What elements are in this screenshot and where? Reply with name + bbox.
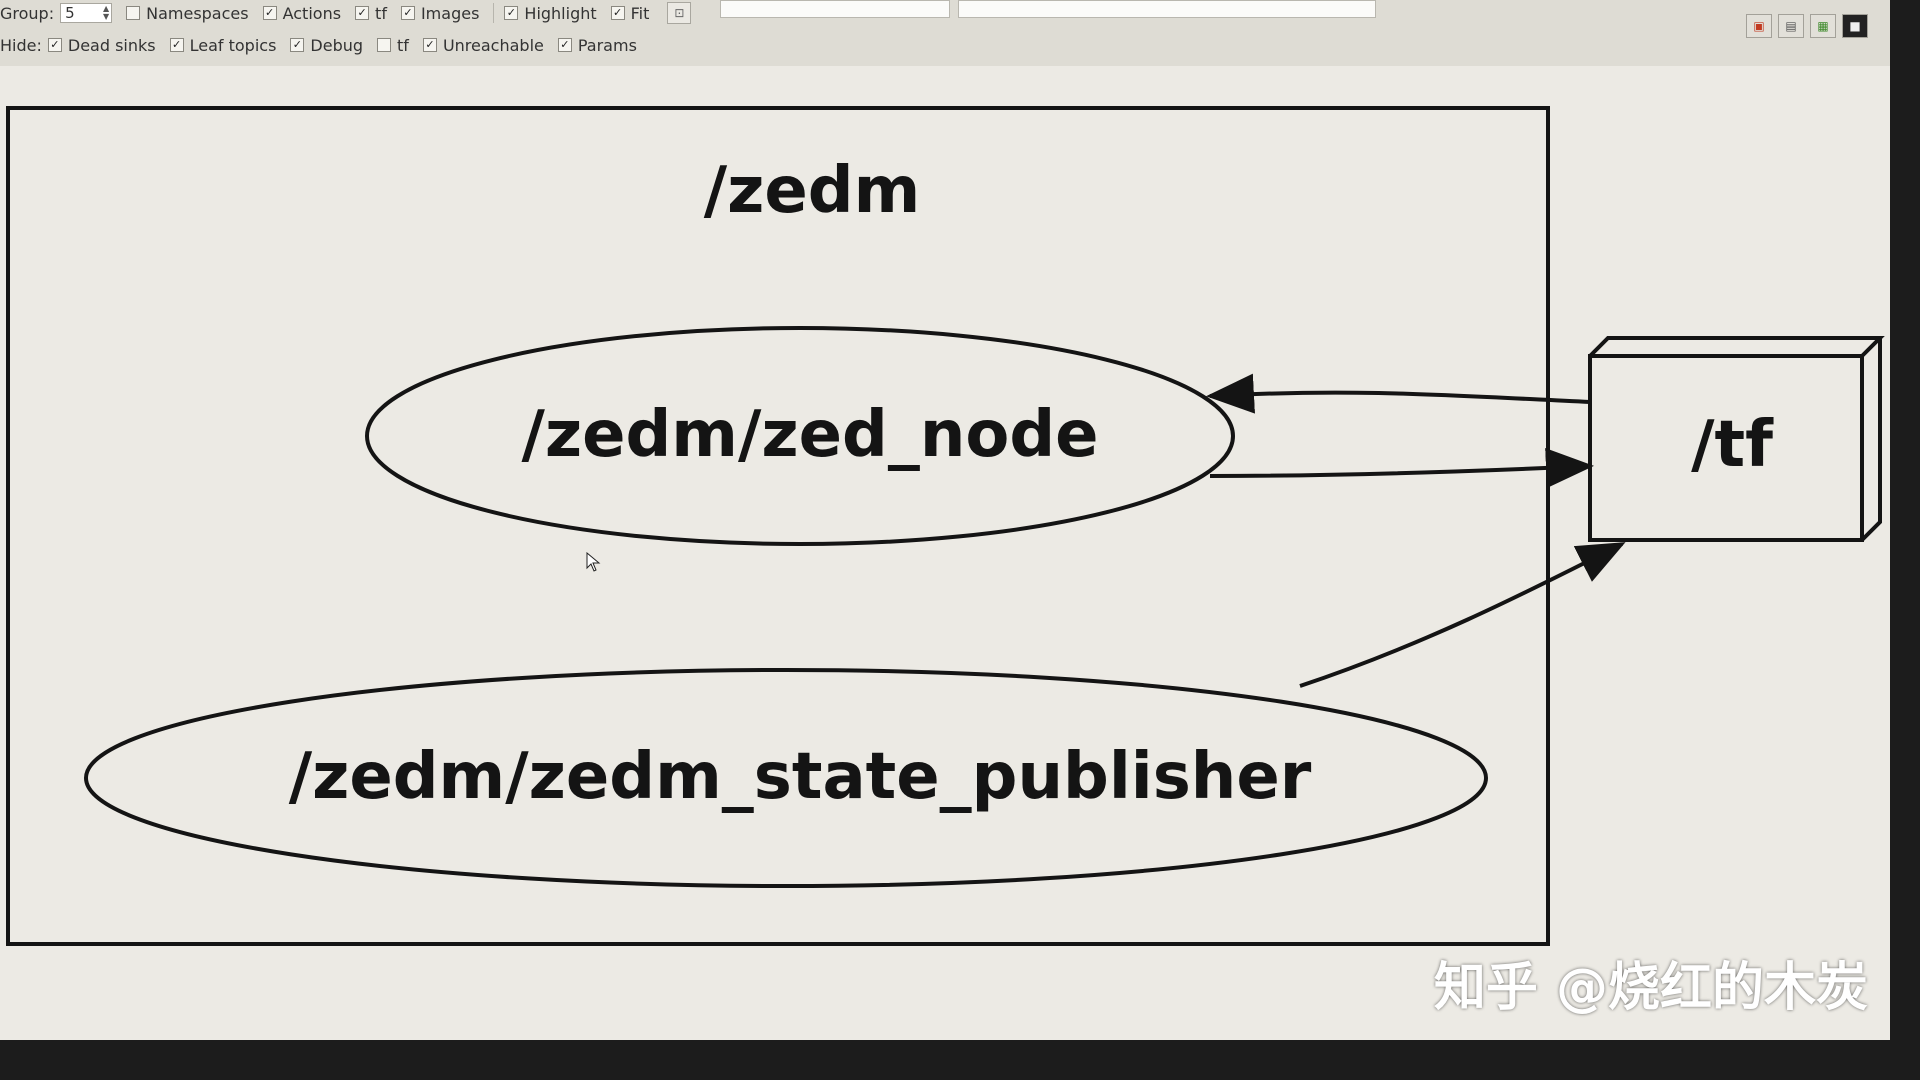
- checkmark-icon[interactable]: ✓: [47, 38, 62, 52]
- checkbox-label: Fit: [630, 3, 650, 23]
- graph-canvas[interactable]: /zedm /zedm/zed_node /zedm/zedm_state_pu…: [0, 66, 1890, 1040]
- edge-zed-node-to-tf: [1209, 448, 1594, 489]
- toolbar-row-group: Group: 5 ▲▼ Namespaces ✓ Actions ✓ tf ✓ …: [0, 0, 692, 26]
- mouse-pointer-icon: [586, 552, 601, 572]
- checkbox-label: Actions: [282, 3, 342, 23]
- toolbar-separator: [493, 3, 495, 23]
- node-filter-input[interactable]: [720, 0, 950, 18]
- checkbox-label: tf: [397, 35, 409, 55]
- node-state-publisher[interactable]: [84, 668, 1488, 888]
- save-dot-icon[interactable]: ▤: [1778, 14, 1804, 38]
- topic-tf-label: /tf: [1691, 408, 1774, 482]
- checkbox-label: Highlight: [524, 3, 597, 23]
- checkbox-label: Params: [577, 35, 637, 55]
- edge-tf-to-zed-node: [1206, 373, 1591, 414]
- node-zed-node-label: /zedm/zed_node: [521, 398, 1098, 472]
- watermark-text: 知乎 @烧红的木炭: [1433, 958, 1868, 1018]
- checkbox-images[interactable]: ✓ Images: [400, 3, 480, 23]
- namespace-cluster-box: [6, 106, 1550, 946]
- checkbox-unreachable[interactable]: ✓ Unreachable: [422, 35, 544, 55]
- hide-label: Hide:: [0, 35, 42, 55]
- checkbox-debug[interactable]: ✓ Debug: [290, 36, 363, 55]
- checkbox-dead-sinks[interactable]: ✓ Dead sinks: [47, 35, 156, 55]
- checkbox-tf[interactable]: ✓ tf: [355, 4, 387, 23]
- checkbox-leaf-topics[interactable]: ✓ Leaf topics: [169, 35, 277, 55]
- toolbar-row-hide: Hide: ✓ Dead sinks ✓ Leaf topics ✓ Debug…: [0, 32, 651, 58]
- checkbox-box[interactable]: [126, 6, 141, 20]
- checkbox-label: Images: [420, 3, 480, 23]
- topic-tf-box[interactable]: [1588, 336, 1885, 542]
- checkbox-highlight[interactable]: ✓ Highlight: [504, 3, 597, 23]
- save-svg-icon[interactable]: ▦: [1810, 14, 1836, 38]
- checkbox-label: Debug: [310, 35, 364, 55]
- checkbox-box[interactable]: [377, 38, 392, 52]
- checkmark-icon[interactable]: ✓: [262, 6, 277, 20]
- spin-arrows-icon[interactable]: ▲▼: [102, 4, 110, 21]
- checkbox-params[interactable]: ✓ Params: [557, 35, 637, 55]
- checkmark-icon[interactable]: ✓: [504, 6, 519, 20]
- node-zed-node[interactable]: [365, 326, 1235, 546]
- checkmark-icon[interactable]: ✓: [355, 6, 370, 20]
- checkmark-icon[interactable]: ✓: [610, 6, 625, 20]
- checkbox-label: Dead sinks: [67, 35, 156, 55]
- edge-state-publisher-to-tf: [1299, 542, 1626, 688]
- group-spinbox-value: 5: [65, 4, 75, 22]
- load-dot-icon[interactable]: ▣: [1746, 14, 1772, 38]
- checkmark-icon[interactable]: ✓: [422, 38, 437, 52]
- group-spinbox[interactable]: 5 ▲▼: [60, 3, 113, 23]
- toolbar-icon-group: ▣ ▤ ▦ ■: [1740, 14, 1868, 38]
- checkmark-icon[interactable]: ✓: [169, 38, 184, 52]
- checkbox-fit[interactable]: ✓ Fit: [610, 3, 650, 23]
- checkmark-icon[interactable]: ✓: [400, 6, 415, 20]
- save-image-icon[interactable]: ■: [1842, 14, 1868, 38]
- node-state-publisher-label: /zedm/zedm_state_publisher: [289, 740, 1312, 814]
- fit-view-button[interactable]: ⊡: [667, 2, 692, 24]
- namespace-label: /zedm: [704, 154, 921, 228]
- checkbox-hide-tf[interactable]: tf: [377, 36, 409, 55]
- checkbox-label: Namespaces: [146, 3, 249, 23]
- checkbox-actions[interactable]: ✓ Actions: [262, 3, 342, 23]
- group-label: Group:: [0, 3, 55, 23]
- topic-filter-input[interactable]: [958, 0, 1376, 18]
- graph-svg: /zedm /zedm/zed_node /zedm/zedm_state_pu…: [6, 106, 1885, 946]
- checkmark-icon[interactable]: ✓: [290, 38, 305, 52]
- toolbar: Group: 5 ▲▼ Namespaces ✓ Actions ✓ tf ✓ …: [0, 0, 1890, 67]
- checkbox-label: Leaf topics: [189, 35, 277, 55]
- checkmark-icon[interactable]: ✓: [557, 38, 572, 52]
- checkbox-label: Unreachable: [442, 35, 544, 55]
- checkbox-namespaces[interactable]: Namespaces: [126, 3, 249, 23]
- checkbox-label: tf: [375, 3, 387, 23]
- rqt-graph-window: Group: 5 ▲▼ Namespaces ✓ Actions ✓ tf ✓ …: [0, 0, 1890, 1040]
